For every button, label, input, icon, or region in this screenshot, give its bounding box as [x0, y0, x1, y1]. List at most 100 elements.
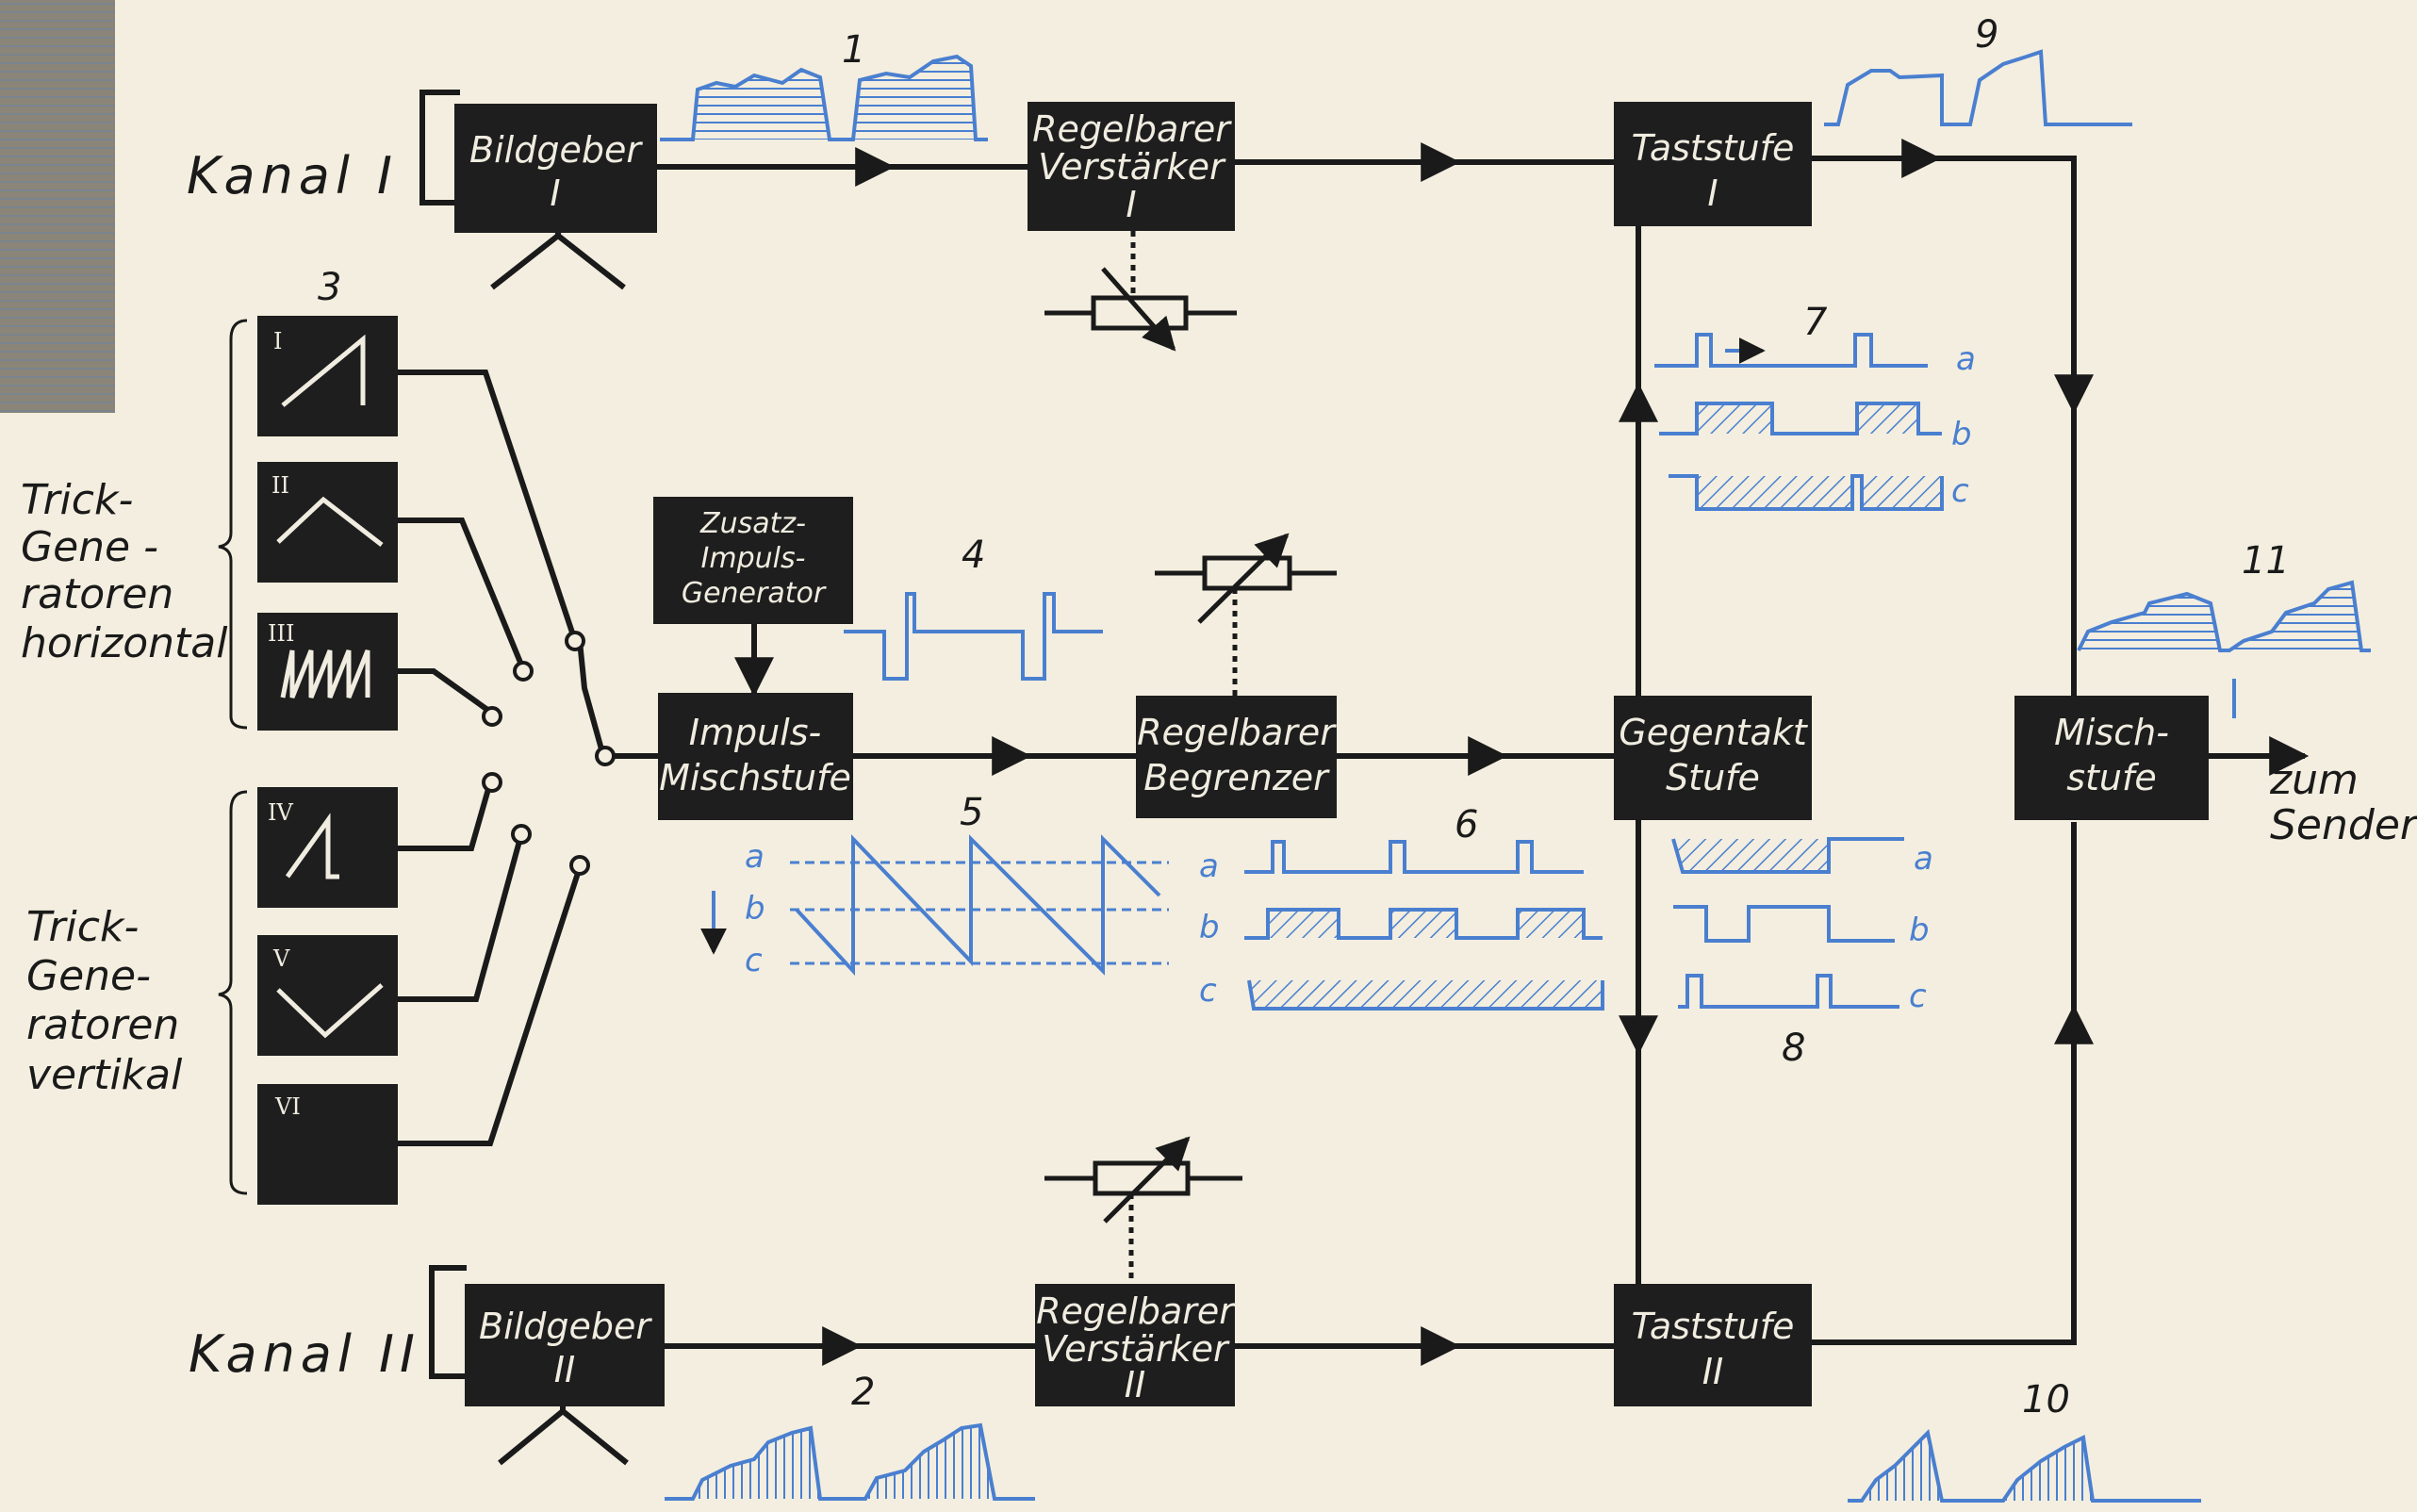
regverst-1-numeral: I: [1126, 184, 1136, 225]
regverst-2-line2: Verstärker: [1042, 1328, 1230, 1370]
bildgeber-2-numeral: II: [554, 1349, 575, 1390]
contact-i: [565, 631, 585, 651]
vertical-line3: ratoren: [26, 1001, 179, 1049]
signal-number-10: 10: [2022, 1378, 2070, 1422]
horizontal-line2: Gene -: [21, 523, 158, 571]
label-trick-vertical: Trick- Gene- ratoren vertikal: [26, 903, 183, 1099]
generator-1-numeral: I: [273, 328, 282, 354]
trick-generator-4: IV: [257, 787, 398, 908]
label-6-a: a: [1199, 847, 1219, 885]
label-5-c: c: [745, 942, 763, 979]
regverst-1-line2: Verstärker: [1038, 146, 1226, 188]
impuls-misch-line1: Impuls-: [689, 712, 822, 753]
signal-number-5: 5: [960, 791, 983, 834]
waveform-6: [1244, 840, 1604, 1011]
trick-generator-6: VI: [257, 1084, 398, 1205]
taststufe-2-block: Taststufe II: [1614, 1284, 1812, 1406]
regverst-1-line1: Regelbarer: [1032, 108, 1232, 150]
signal-number-6: 6: [1455, 803, 1478, 846]
switch-contacts: [482, 631, 616, 876]
signal-number-4: 4: [962, 534, 985, 577]
contact-iv: [482, 772, 502, 793]
generator-2-numeral: II: [271, 472, 289, 499]
bildgeber-1-label: Bildgeber: [469, 129, 643, 171]
label-6-b: b: [1199, 909, 1220, 946]
waveform-1: [660, 54, 988, 141]
impuls-mischstufe-block: Impuls- Mischstufe: [658, 693, 853, 820]
horizontal-line4: horizontal: [21, 619, 228, 667]
contact-vi: [569, 855, 590, 876]
label-5-b: b: [745, 890, 765, 928]
regelbarer-begrenzer-block: Regelbarer Begrenzer: [1136, 696, 1337, 818]
output-label-line2: Sender: [2270, 801, 2417, 849]
signal-number-9: 9: [1975, 13, 1998, 57]
trick-generator-5: V: [257, 935, 398, 1056]
signal-number-11: 11: [2242, 539, 2290, 583]
trick-generator-3: III: [257, 613, 398, 731]
zusatz-line3: Generator: [682, 577, 827, 610]
label-6-c: c: [1199, 972, 1217, 1010]
contact-v: [511, 824, 532, 845]
taststufe-1-label: Taststufe: [1632, 127, 1795, 169]
label-7-c: c: [1951, 472, 1969, 510]
regbegrenzer-line1: Regelbarer: [1137, 712, 1337, 753]
label-5-a: a: [745, 838, 765, 876]
signal-number-7: 7: [1803, 301, 1828, 344]
mischstufe-block: Misch- stufe: [2014, 696, 2209, 820]
contact-iii: [482, 706, 502, 727]
label-8-c: c: [1909, 978, 1927, 1015]
vertical-line1: Trick-: [26, 903, 139, 951]
label-8-a: a: [1914, 840, 1933, 878]
gegentakt-stufe-block: Gegentakt Stufe: [1614, 696, 1812, 820]
taststufe-1-block: Taststufe I: [1614, 102, 1812, 226]
bildgeber-2-label: Bildgeber: [479, 1306, 652, 1347]
potentiometer-3[interactable]: [1044, 1136, 1242, 1284]
taststufe-2-label: Taststufe: [1632, 1306, 1795, 1347]
kanal-2-label: Kanal II: [189, 1324, 420, 1384]
vertical-line2: Gene-: [26, 952, 151, 1000]
connection-lines: [398, 90, 2310, 1466]
regverst-2-line1: Regelbarer: [1036, 1290, 1236, 1332]
regelbarer-verstaerker-2-block: Regelbarer Verstärker II: [1035, 1284, 1236, 1406]
gegentakt-line1: Gegentakt: [1619, 712, 1809, 753]
trick-generator-2: II: [257, 462, 398, 583]
label-8-b: b: [1909, 912, 1930, 949]
waveform-5: [700, 834, 1169, 977]
output-label-line1: zum: [2269, 756, 2359, 804]
waveform-9: [1824, 49, 2132, 126]
taststufe-2-numeral: II: [1702, 1351, 1723, 1392]
kanal-1-label: Kanal I: [187, 146, 398, 205]
regverst-2-numeral: II: [1125, 1364, 1145, 1405]
horizontal-line1: Trick-: [21, 476, 133, 524]
bildgeber-1-numeral: I: [550, 173, 560, 214]
potentiometer-2[interactable]: [1155, 533, 1337, 696]
impuls-misch-line2: Mischstufe: [659, 757, 851, 798]
taststufe-1-numeral: I: [1707, 173, 1718, 214]
label-trick-horizontal: Trick- Gene - ratoren horizontal: [21, 476, 228, 667]
photo-fragment: [0, 0, 115, 413]
brace-vertical: [218, 790, 248, 1195]
contact-common: [595, 746, 616, 766]
signal-number-8: 8: [1782, 1027, 1805, 1070]
mischstufe-line2: stufe: [2066, 757, 2157, 798]
bildgeber-2-block: Bildgeber II: [465, 1284, 665, 1406]
waveform-2: [665, 1422, 1035, 1501]
label-7-a: a: [1956, 340, 1976, 378]
brace-horizontal: [218, 319, 248, 730]
bildgeber-1-block: Bildgeber I: [454, 104, 657, 233]
vertical-line4: vertikal: [26, 1051, 183, 1099]
regbegrenzer-line2: Begrenzer: [1143, 757, 1330, 798]
mischstufe-line1: Misch-: [2054, 712, 2169, 753]
trick-generator-1: I: [257, 316, 398, 436]
generator-6-numeral: VI: [274, 1093, 301, 1120]
zusatz-line1: Zusatz-: [699, 507, 806, 540]
generator-5-numeral: V: [272, 945, 290, 972]
signal-number-3: 3: [318, 266, 341, 309]
waveform-10: [1848, 1428, 2201, 1503]
waveform-8: [1671, 837, 1904, 1009]
signal-number-1: 1: [842, 28, 865, 72]
contact-ii: [513, 661, 534, 682]
potentiometer-1[interactable]: [1044, 231, 1237, 352]
